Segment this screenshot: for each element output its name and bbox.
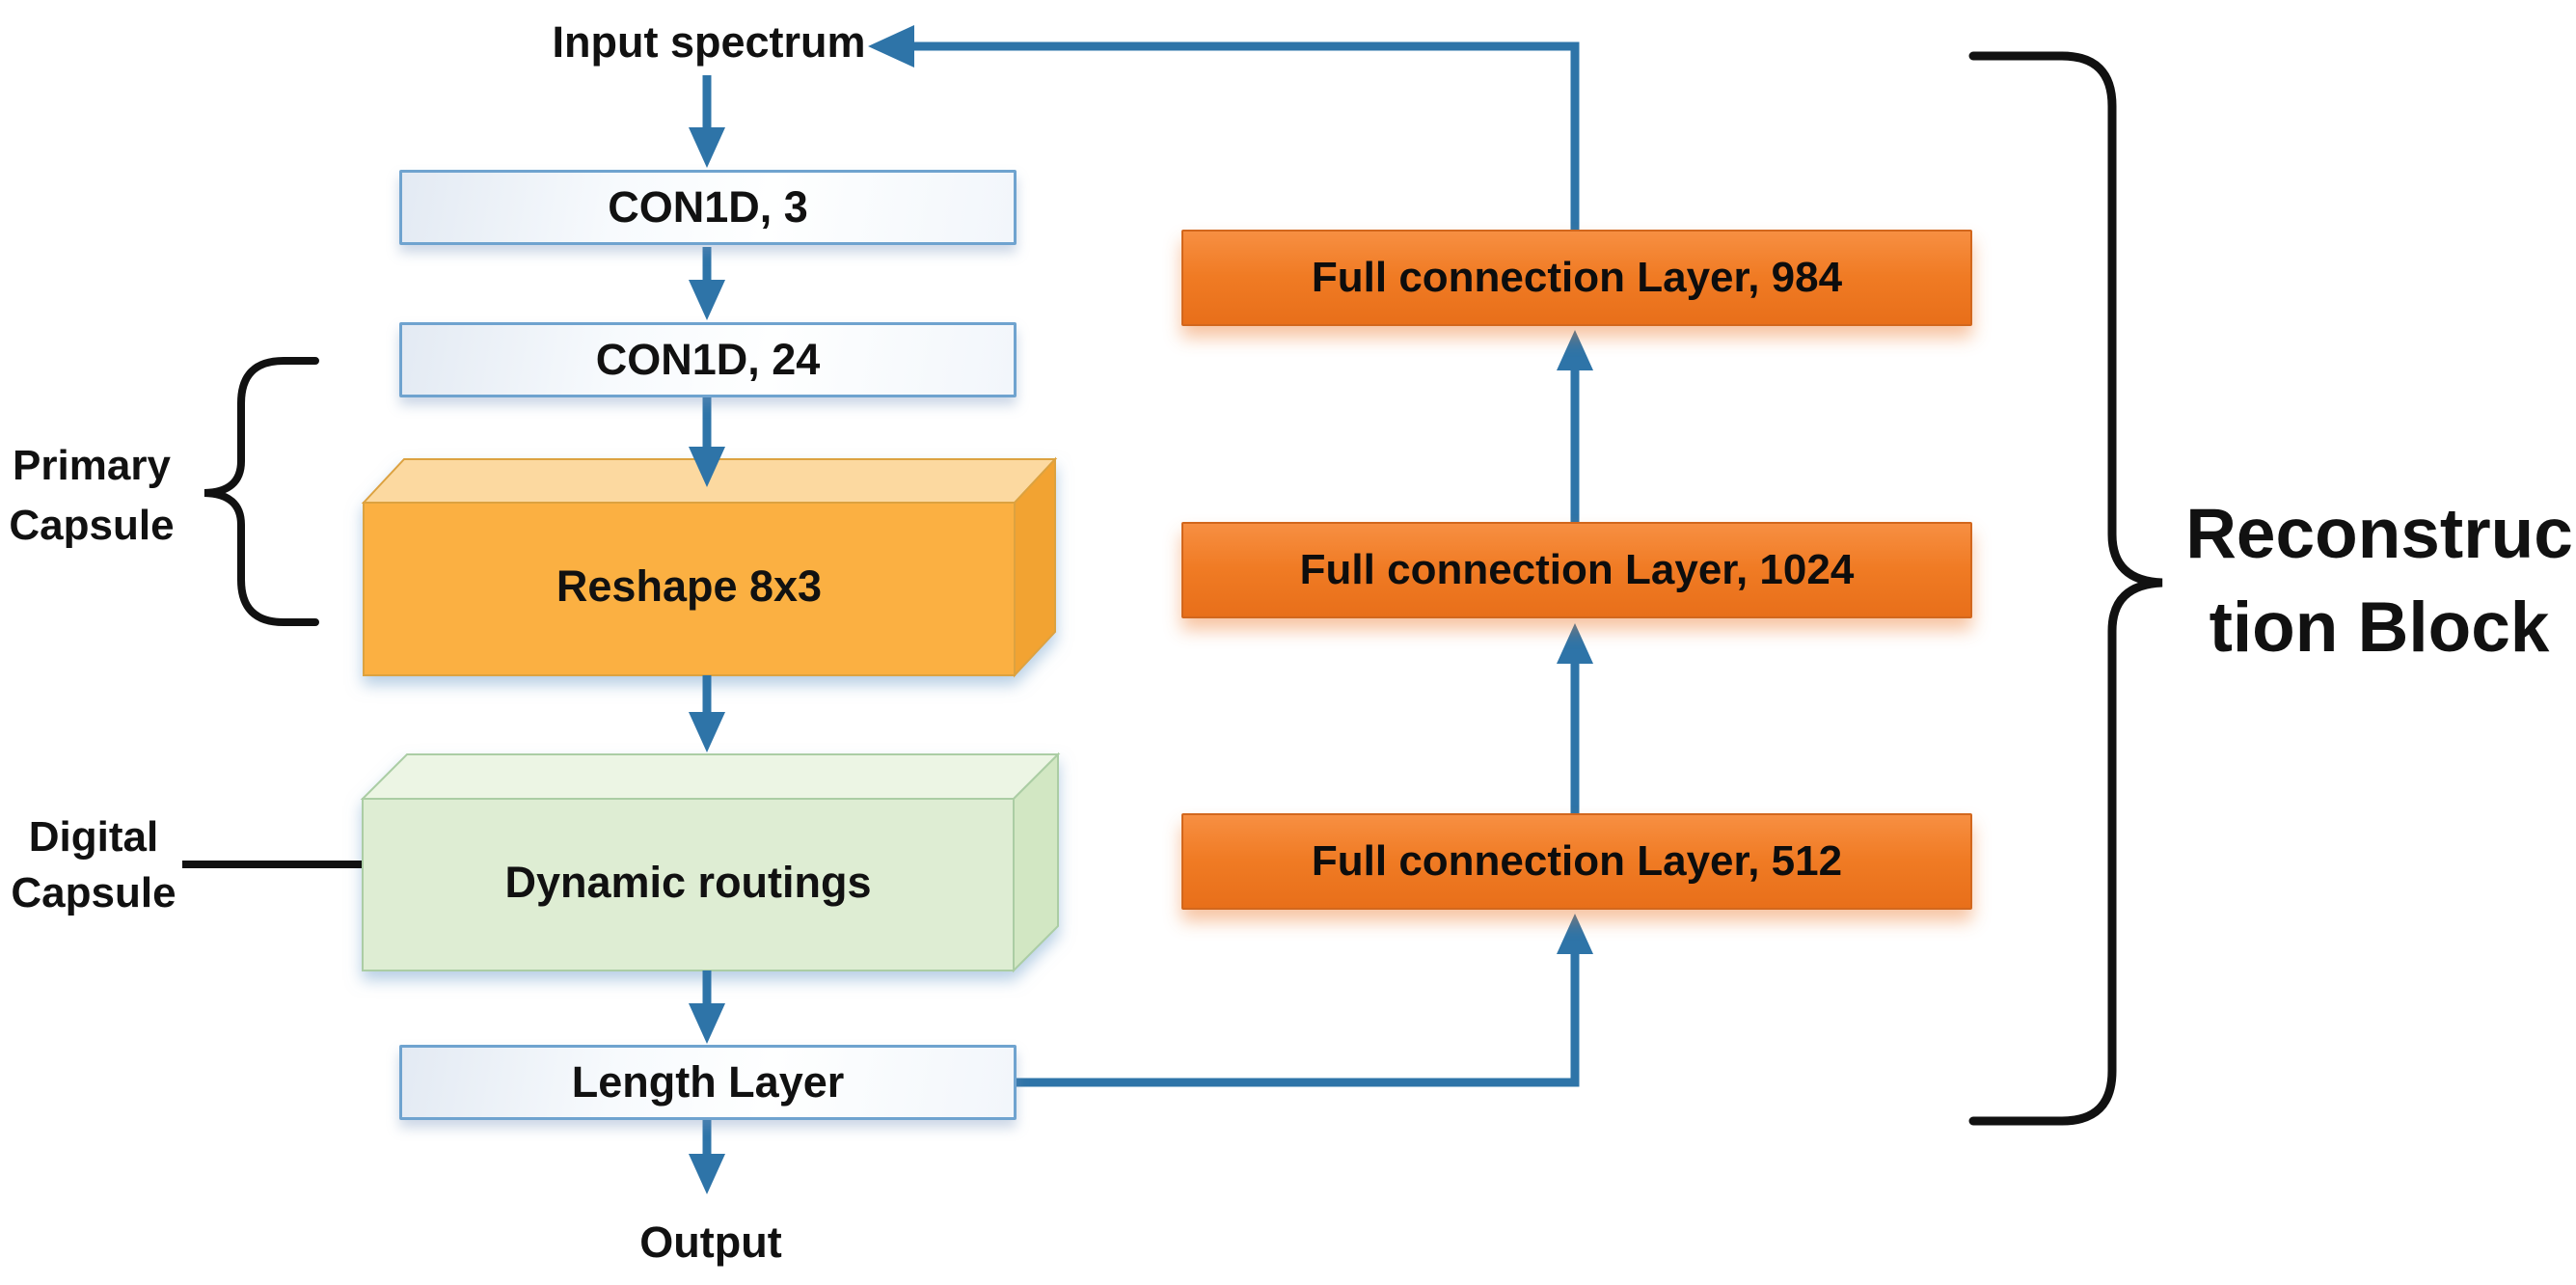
connector-fc984-to-input [914,41,1580,230]
arrowhead-reshape-to-routings [689,712,725,752]
primary-capsule-line1: Primary [13,442,171,489]
reshape-cube [361,456,1058,678]
fc-layer-512: Full connection Layer, 512 [1181,813,1972,910]
arrowhead-fc1024-to-fc984 [1557,330,1593,370]
node-con1d-24: CON1D, 24 [399,322,1017,397]
fc-layer-1024: Full connection Layer, 1024 [1181,522,1972,618]
arrowhead-con1d3-to-con1d24 [689,280,725,320]
arrowhead-fc512-to-fc1024 [1557,623,1593,664]
digital-capsule-label: Digital Capsule [2,809,185,921]
fc-arrows [868,25,1593,1087]
arrowhead-routings-to-length [689,1003,725,1044]
arrowhead-length-to-output [689,1154,725,1194]
node-length-layer-label: Length Layer [571,1057,845,1107]
fc-layer-984: Full connection Layer, 984 [1181,230,1972,326]
node-reshape-label: Reshape 8x3 [556,561,823,611]
node-length-layer: Length Layer [399,1045,1017,1120]
reconstruction-block-line2: tion Block [2209,588,2550,667]
node-con1d-3: CON1D, 3 [399,170,1017,245]
fc-layer-1024-label: Full connection Layer, 1024 [1299,546,1855,593]
reconstruction-block-line1: Reconstruc [2185,495,2573,573]
node-dynamic-routings-label: Dynamic routings [504,858,872,907]
dynamic-routings-cube [360,752,1061,973]
reconstruction-block-brace [1968,51,2163,1126]
primary-capsule-line2: Capsule [9,502,175,549]
annotation-strokes [182,51,2163,1126]
primary-capsule-brace [203,357,319,626]
arrowhead-length-to-fc512 [1557,914,1593,954]
fc-layer-512-label: Full connection Layer, 512 [1311,837,1843,885]
reconstruction-block-label: Reconstruc tion Block [2172,487,2576,674]
output-label: Output [639,1217,782,1267]
digital-capsule-line1: Digital [28,813,159,861]
node-con1d-24-label: CON1D, 24 [595,335,821,384]
primary-capsule-label: Primary Capsule [0,436,183,556]
connector-length-to-fc512 [1016,954,1580,1087]
node-con1d-3-label: CON1D, 3 [608,182,808,232]
arrowhead-con1d24-to-reshape [689,447,725,487]
arrowhead-input-to-con1d3 [689,127,725,168]
input-spectrum-label: Input spectrum [552,17,866,67]
arrowhead-fc984-to-input [868,25,914,68]
fc-layer-984-label: Full connection Layer, 984 [1311,254,1843,301]
digital-capsule-line2: Capsule [11,869,176,916]
flow-arrows [689,75,725,1194]
